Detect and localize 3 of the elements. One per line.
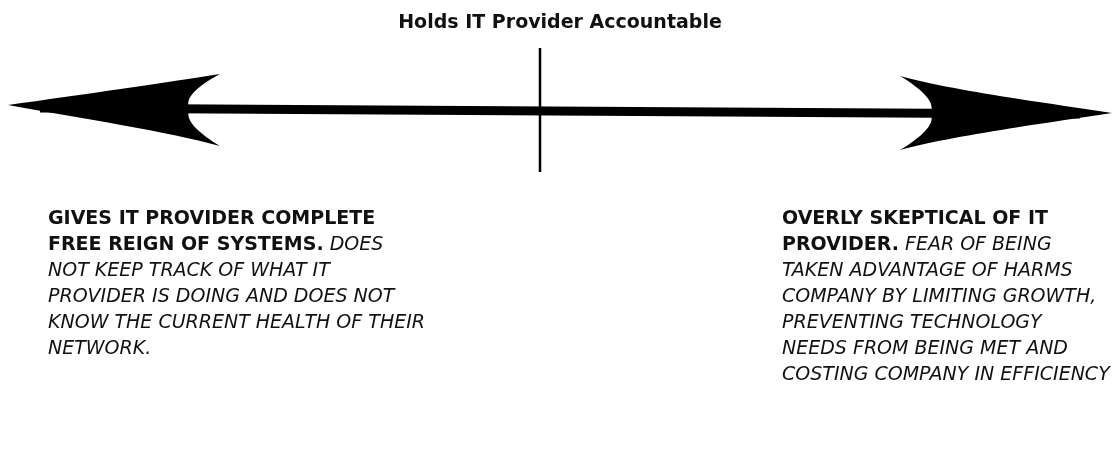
midpoint-label: Holds IT Provider Accountable — [397, 9, 723, 34]
right-extreme-description: OVERLY SKEPTICAL OF IT PROVIDER. FEAR OF BEING TAKEN ADVANTAGE OF HARMS COMPANY BY LIMITING GROWTH, PREVENTING TECHNOLOGY NEEDS FROM BEING MET AND COSTING COMPANY IN EFFICIENCY — [782, 205, 1112, 386]
left-extreme-description: GIVES IT PROVIDER COMPLETE FREE REIGN OF SYSTEMS. DOES NOT KEEP TRACK OF WHAT IT PROVIDER IS DOING AND DOES NOT KNOW THE CURRENT HEALTH OF THEIR NETWORK. — [48, 205, 426, 360]
